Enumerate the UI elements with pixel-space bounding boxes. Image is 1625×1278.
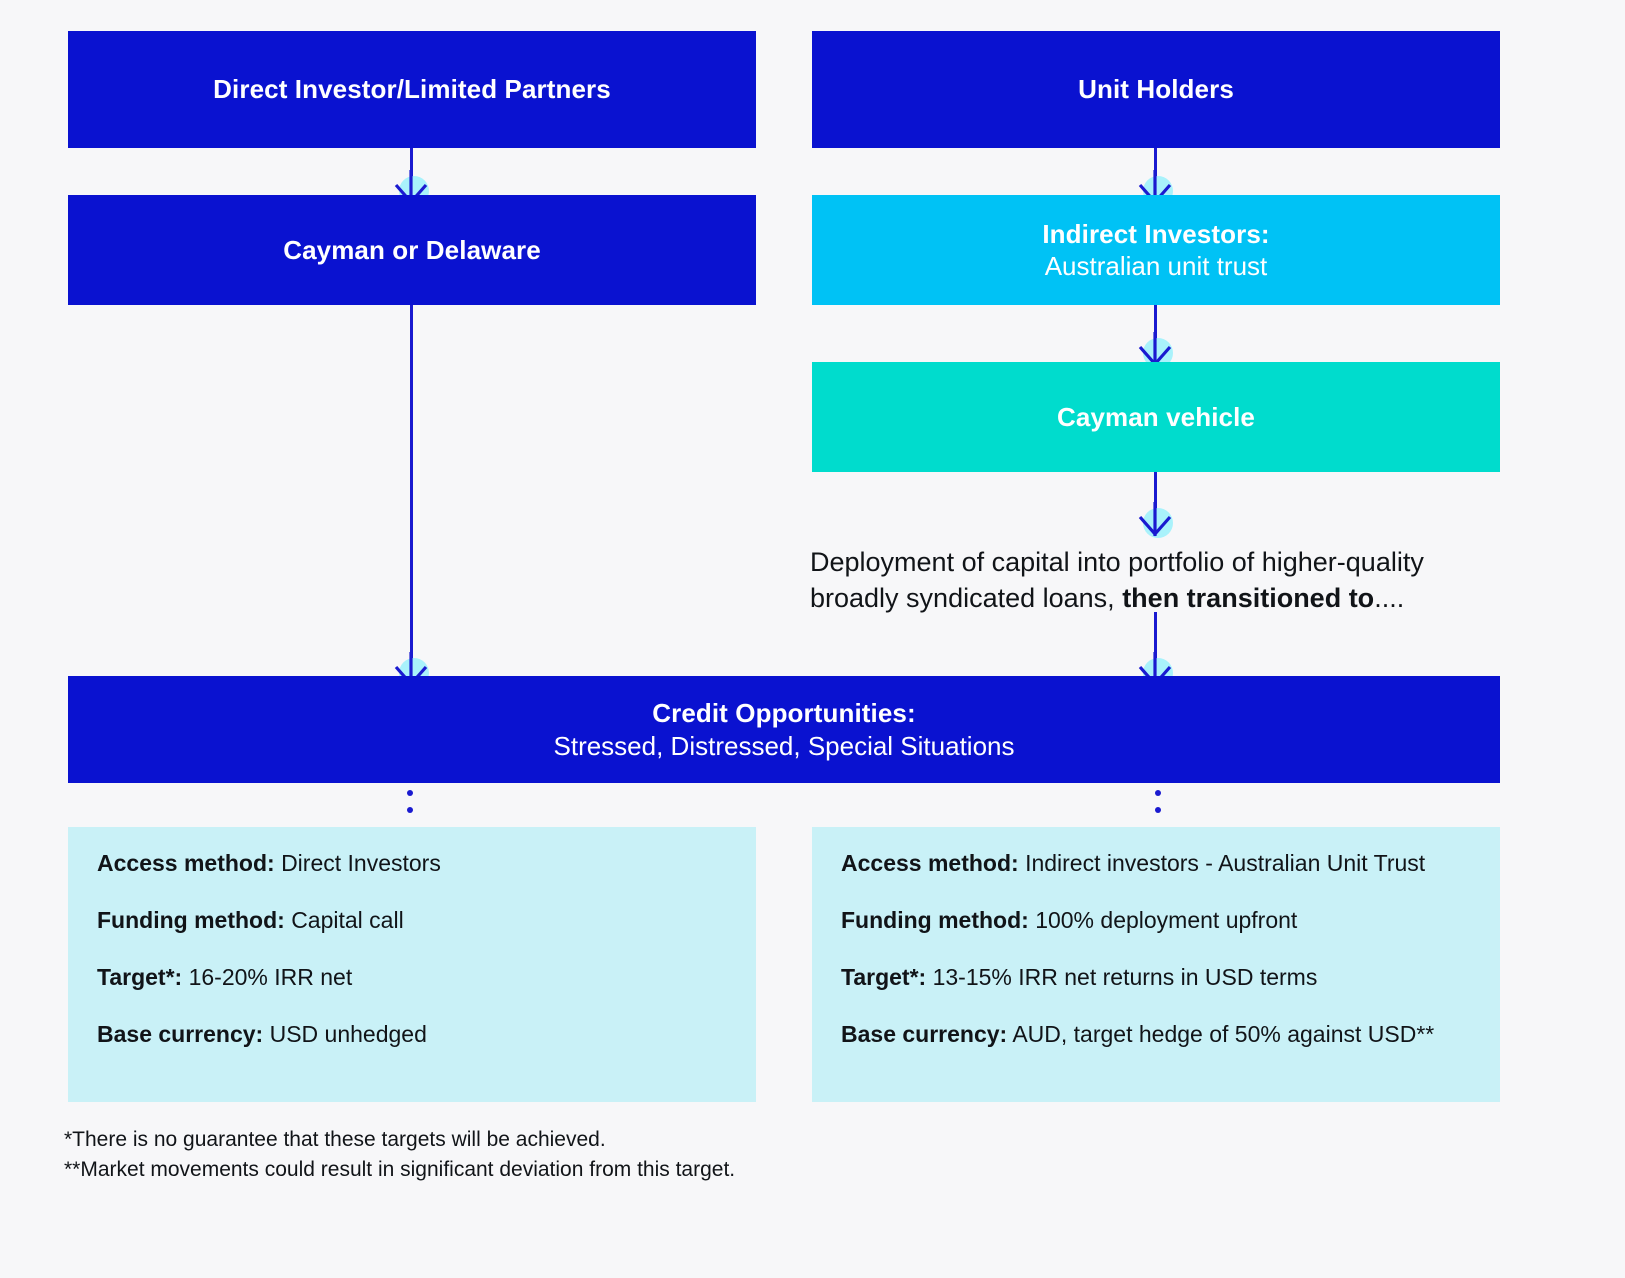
dotted-connector-right <box>1155 790 1161 824</box>
info-row-label: Target*: <box>97 964 183 990</box>
info-row-value: 16-20% IRR net <box>188 964 353 990</box>
box-unit-holders: Unit Holders <box>812 31 1500 148</box>
footnote-line-2: **Market movements could result in signi… <box>64 1158 736 1182</box>
footnote-line-1: *There is no guarantee that these target… <box>64 1128 606 1151</box>
info-row: Base currency: USD unhedged <box>97 1021 427 1048</box>
info-row: Base currency: AUD, target hedge of 50% … <box>841 1021 1434 1048</box>
info-row-value: AUD, target hedge of 50% against USD** <box>1012 1021 1435 1047</box>
box-direct-investor-limited-partners: Direct Investor/Limited Partners <box>68 31 756 148</box>
info-row-label: Access method: <box>97 850 275 876</box>
info-row: Access method: Indirect investors - Aust… <box>841 850 1425 877</box>
chevron-down-icon <box>1138 502 1172 537</box>
dot <box>1155 807 1161 813</box>
info-row: Target*: 13-15% IRR net returns in USD t… <box>841 964 1317 991</box>
info-row-value: USD unhedged <box>269 1021 427 1047</box>
dotted-connector-left <box>407 790 413 824</box>
info-row-label: Target*: <box>841 964 927 990</box>
info-row-value: Capital call <box>291 907 404 933</box>
info-row: Access method: Direct Investors <box>97 850 441 877</box>
info-row-label: Base currency: <box>97 1021 264 1047</box>
note-post: .... <box>1374 582 1405 613</box>
info-row-value: 100% deployment upfront <box>1035 907 1298 933</box>
box-subtitle: Stressed, Distressed, Special Situations <box>553 730 1015 761</box>
info-row-value: 13-15% IRR net returns in USD terms <box>932 964 1318 990</box>
note-pre: broadly syndicated loans, <box>810 582 1123 613</box>
arrow-down-right-3 <box>1132 500 1178 546</box>
info-row-label: Funding method: <box>841 907 1029 933</box>
info-row: Funding method: Capital call <box>97 907 404 934</box>
info-row-label: Funding method: <box>97 907 285 933</box>
info-panel-right: Access method: Indirect investors - Aust… <box>812 827 1500 1102</box>
info-panel-left: Access method: Direct Investors Funding … <box>68 827 756 1102</box>
info-row: Funding method: 100% deployment upfront <box>841 907 1297 934</box>
box-title: Credit Opportunities: <box>652 698 916 728</box>
box-credit-opportunities: Credit Opportunities: Stressed, Distress… <box>68 676 1500 783</box>
connector-line-right-2 <box>1154 305 1157 357</box>
box-title: Indirect Investors: <box>1042 218 1270 249</box>
box-indirect-investors: Indirect Investors: Australian unit trus… <box>812 195 1500 305</box>
connector-line-right-3 <box>1154 472 1157 526</box>
info-row-value: Indirect investors - Australian Unit Tru… <box>1025 850 1426 876</box>
note-bold: then transitioned to <box>1122 582 1375 613</box>
dot <box>407 790 413 796</box>
deployment-note-line2: broadly syndicated loans, then transitio… <box>810 581 1510 617</box>
dot <box>407 807 413 813</box>
dot <box>1155 790 1161 796</box>
box-title: Direct Investor/Limited Partners <box>213 74 611 105</box>
connector-line-left-2 <box>410 305 413 677</box>
footnotes: *There is no guarantee that these target… <box>64 1125 735 1186</box>
info-row-value: Direct Investors <box>281 850 441 876</box>
deployment-note: Deployment of capital into portfolio of … <box>810 545 1510 617</box>
box-title: Cayman or Delaware <box>283 234 541 265</box>
info-row-label: Access method: <box>841 850 1019 876</box>
info-row: Target*: 16-20% IRR net <box>97 964 352 991</box>
deployment-note-line1: Deployment of capital into portfolio of … <box>810 547 1424 577</box>
info-row-label: Base currency: <box>841 1021 1008 1047</box>
box-title: Cayman vehicle <box>1057 401 1255 432</box>
connector-line-right-4 <box>1154 612 1157 680</box>
box-title: Unit Holders <box>1078 74 1234 105</box>
box-cayman-or-delaware: Cayman or Delaware <box>68 195 756 305</box>
box-subtitle: Australian unit trust <box>1044 251 1268 281</box>
box-cayman-vehicle: Cayman vehicle <box>812 362 1500 472</box>
